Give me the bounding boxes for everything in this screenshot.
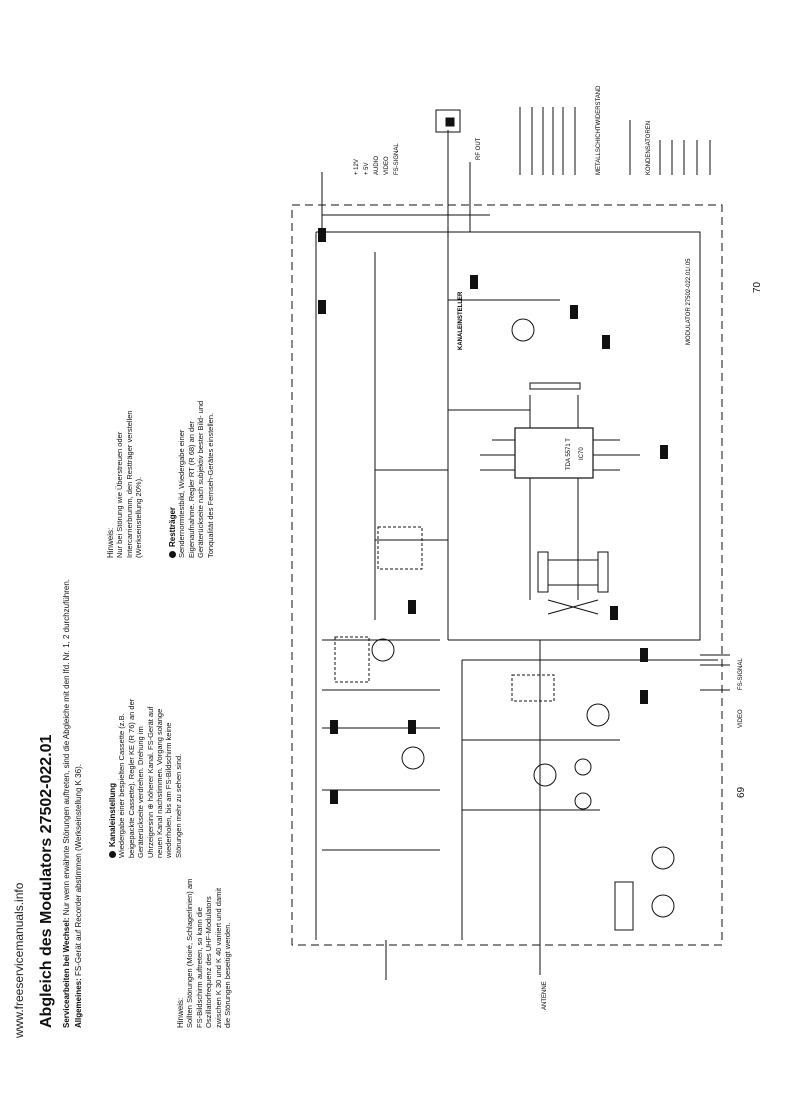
general-label: Allgemeines: (74, 978, 83, 1028)
page-number-right: 70 (752, 281, 763, 293)
rest-heading-row: Restträger (168, 388, 177, 558)
bullet-icon (169, 551, 176, 558)
general-line: Allgemeines: FS-Gerät auf Recorder absti… (74, 764, 83, 1028)
supply-fs-signal: FS-SIGNAL (394, 143, 400, 175)
module-label: MODULATOR 27502-022.01/.05 (686, 258, 692, 345)
note-right-text: Nur bei Störung wie Überstreuen oder Int… (115, 410, 144, 558)
ic-ref: IC70 (579, 447, 585, 460)
fs-signal-label: FS-SIGNAL (738, 658, 744, 690)
source-watermark: www.freeservicemanuals.info (12, 882, 26, 1038)
supply-5v: + 5V (364, 162, 370, 175)
page-number-left: 69 (736, 786, 747, 798)
legend-title: METALLSCHICHTWIDERSTAND (596, 85, 602, 175)
note-left-heading: Hinweis: (176, 997, 185, 1028)
rf-out-label: RF OUT (476, 137, 482, 160)
rest-heading: Restträger (168, 506, 177, 547)
supply-audio: AUDIO (374, 156, 380, 175)
service-line: Servicearbeiten bei Wechsel: Nur wenn er… (62, 579, 71, 1028)
service-text: Nur wenn erwähnte Störungen auftreten, s… (62, 578, 71, 916)
kanal-section: Kanaleinstellung Wiedergabe einer bespie… (108, 693, 183, 858)
kanal-heading-row: Kanaleinstellung (108, 693, 117, 858)
kanal-heading: Kanaleinstellung (108, 782, 117, 847)
supply-12v: + 12V (354, 159, 360, 175)
kanal-text: Wiedergabe einer bespielten Cassette (z.… (117, 698, 183, 858)
note-left: Hinweis: Sollten Störungen (Moiré, Schla… (176, 878, 232, 1028)
antenne-label: ANTENNE (542, 981, 548, 1010)
video-out-label: VIDEO (738, 709, 744, 728)
rest-text: Sendernormtestbild, Wiedergabe einer Eig… (177, 400, 215, 558)
legend2-title: KONDENSATOREN (646, 121, 652, 175)
rest-section: Restträger Sendernormtestbild, Wiedergab… (168, 388, 215, 558)
general-text: FS-Gerät auf Recorder abstimmen (Werksei… (74, 764, 83, 976)
note-right-heading: Hinweis: (106, 527, 115, 558)
ic-label: TDA 5571 T (566, 438, 572, 470)
note-right: Hinweis: Nur bei Störung wie Überstreuen… (106, 408, 144, 558)
bullet-icon (109, 851, 116, 858)
kanaleinsteller-label: KANALEINSTELLER (458, 291, 464, 350)
supply-video: VIDEO (384, 156, 390, 175)
page-title: Abgleich des Modulators 27502-022.01 (38, 734, 55, 1028)
note-left-text: Sollten Störungen (Moiré, Schlagerlinien… (185, 878, 233, 1028)
service-label: Servicearbeiten bei Wechsel: (62, 917, 71, 1028)
